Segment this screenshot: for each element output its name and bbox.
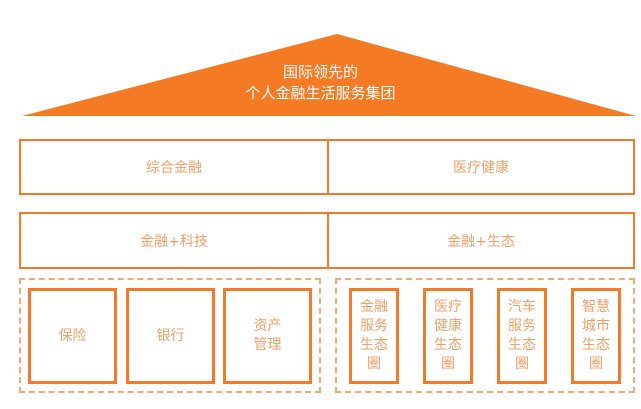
label: 保险: [58, 327, 87, 344]
label: 金融 服务 生态 圈: [360, 299, 388, 372]
label: 汽车 服务 生态 圈: [508, 299, 536, 372]
roof-title-line2: 个人金融生活服务集团: [245, 84, 396, 102]
pillar-finance-ecosystem: 金融+生态: [327, 212, 635, 269]
ecosystem-healthcare: 医疗 健康 生态 圈: [423, 288, 473, 384]
label: 综合金融: [146, 160, 202, 176]
ecosystem-group: [335, 278, 635, 393]
pillar-healthcare: 医疗健康: [327, 139, 635, 195]
label: 医疗健康: [453, 160, 509, 176]
label: 智慧 城市 生态 圈: [582, 299, 610, 372]
label: 金融+科技: [140, 233, 208, 250]
pillar-finance-tech: 金融+科技: [19, 212, 329, 269]
business-banking: 银行: [126, 288, 215, 384]
business-group: [19, 278, 321, 393]
roof-triangle: [22, 34, 636, 116]
ecosystem-auto-services: 汽车 服务 生态 圈: [497, 288, 547, 384]
label: 医疗 健康 生态 圈: [434, 299, 462, 372]
roof-title: 国际领先的 个人金融生活服务集团: [0, 62, 641, 104]
label: 资产 管理: [253, 318, 282, 353]
label: 银行: [156, 327, 185, 344]
pillar-integrated-finance: 综合金融: [19, 139, 329, 195]
ecosystem-financial-services: 金融 服务 生态 圈: [349, 288, 399, 384]
business-insurance: 保险: [28, 288, 117, 384]
roof-title-line1: 国际领先的: [282, 63, 358, 81]
ecosystem-smart-city: 智慧 城市 生态 圈: [571, 288, 621, 384]
label: 金融+生态: [447, 233, 515, 250]
business-asset-management: 资产 管理: [223, 288, 312, 384]
